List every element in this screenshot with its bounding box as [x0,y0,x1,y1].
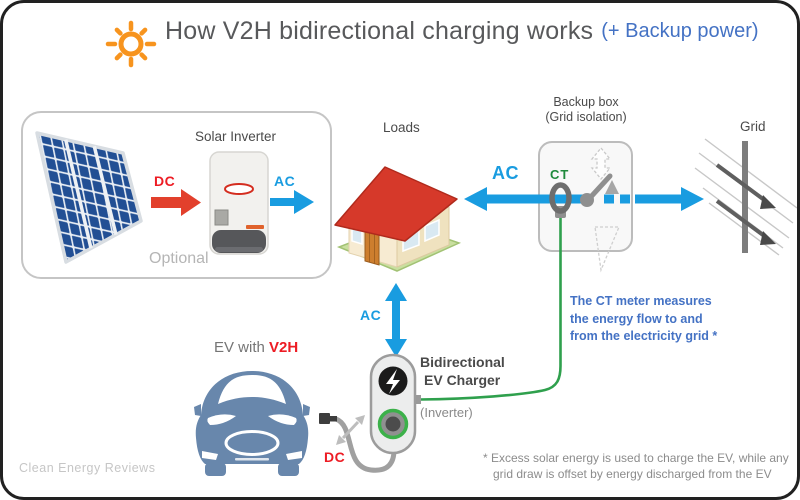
watermark: Clean Energy Reviews [19,461,156,475]
diagram-canvas [35,20,797,476]
ac-main-label: AC [492,163,519,183]
footnote: * Excess solar energy is used to charge … [483,450,789,482]
ct-note: The CT meter measures the energy flow to… [570,293,717,346]
backup-box-label: Backup box (Grid isolation) [521,95,651,125]
ct-label: CT [550,167,570,182]
ct-note-line2: the energy flow to and [570,311,703,326]
charge-cable [319,413,397,473]
charger-label: Bidirectional EV Charger [420,353,505,389]
sun-icon [105,20,157,68]
solar-inverter-label: Solar Inverter [195,129,277,144]
charger-label-line1: Bidirectional [420,354,505,370]
ct-note-line1: The CT meter measures [570,294,712,308]
grid-tower-icon [694,138,797,256]
title-text: How V2H bidirectional charging works [165,17,594,45]
ct-wire [419,213,562,401]
ac-arrow-solar [270,190,314,214]
backup-box-label-line2: (Grid isolation) [545,110,627,124]
charger-inverter-label: (Inverter) [420,405,473,420]
ev-label-prefix: EV with [214,339,265,356]
ev-car-icon [194,371,310,476]
page-title: How V2H bidirectional charging works (+ … [109,17,759,46]
house-icon [334,166,462,272]
ev-label-v2h: V2H [269,339,299,356]
ev-label: EV with V2H [214,339,298,356]
ct-note-line3: from the electricity grid * [570,329,718,343]
bidirectional-flow-icon [336,415,365,445]
solar-inverter-icon [209,151,269,255]
ac-solar-label: AC [274,173,296,189]
title-accent: (+ Backup power) [601,20,759,42]
ct-clamp-icon [549,182,572,218]
optional-label: Optional [149,250,209,267]
ev-charger-icon [369,353,421,455]
ac-arrow-vertical [385,283,407,357]
loads-label: Loads [383,120,420,135]
dc-solar-label: DC [154,173,176,189]
solar-panel-icon [35,131,143,264]
ac-arrow-main [464,187,704,211]
backup-box-label-line1: Backup box [553,95,619,109]
ac-vertical-label: AC [360,307,382,323]
footnote-line1: * Excess solar energy is used to charge … [483,451,789,465]
dc-arrow [151,189,201,216]
isolation-switch-icon [580,146,620,273]
charger-label-line2: EV Charger [424,372,501,388]
grid-label: Grid [740,119,766,134]
footnote-line2: grid draw is offset by energy discharged… [493,467,772,481]
dc-ev-label: DC [324,449,346,465]
